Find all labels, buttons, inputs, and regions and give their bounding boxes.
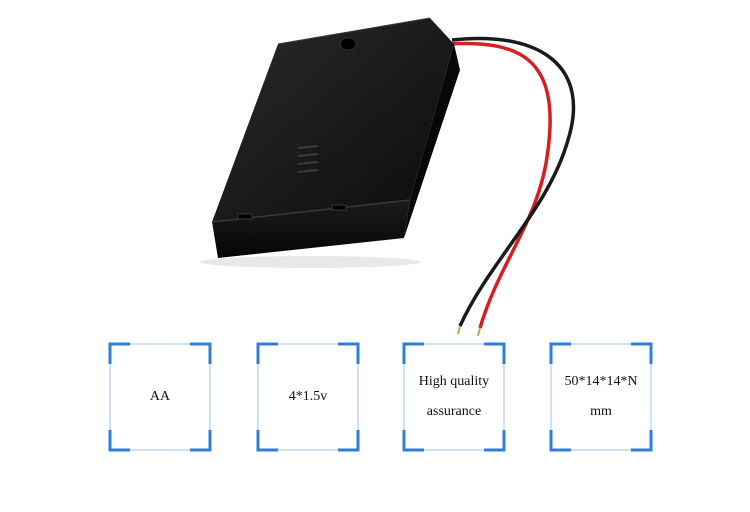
card-frame-icon — [402, 342, 506, 452]
feature-text-line: mm — [590, 404, 612, 419]
card-frame-icon — [108, 342, 212, 452]
feature-card-voltage: 4*1.5v — [256, 342, 360, 452]
switch-grip — [297, 145, 319, 173]
red-wire — [447, 41, 552, 329]
feature-text-line: 4*1.5v — [288, 389, 328, 404]
case-right-side — [404, 44, 460, 238]
black-wire — [451, 36, 576, 327]
case-front-side — [212, 200, 410, 258]
front-slot-left — [237, 213, 253, 220]
feature-text-line: 50*14*14*N — [564, 374, 638, 389]
feature-card-quality: High quality assurance — [402, 342, 506, 452]
case-top-face — [212, 18, 454, 222]
feature-text-line: assurance — [426, 404, 482, 419]
feature-card-battery-type: AA — [108, 342, 212, 452]
card-frame-icon — [549, 342, 653, 452]
battery-holder-photo — [200, 17, 576, 337]
feature-card-dimensions: 50*14*14*N mm — [549, 342, 653, 452]
screw-hole — [339, 37, 357, 51]
front-slot-right — [331, 204, 347, 211]
feature-text-line: AA — [149, 389, 171, 404]
card-frame-icon — [256, 342, 360, 452]
feature-text-line: High quality — [418, 374, 490, 389]
